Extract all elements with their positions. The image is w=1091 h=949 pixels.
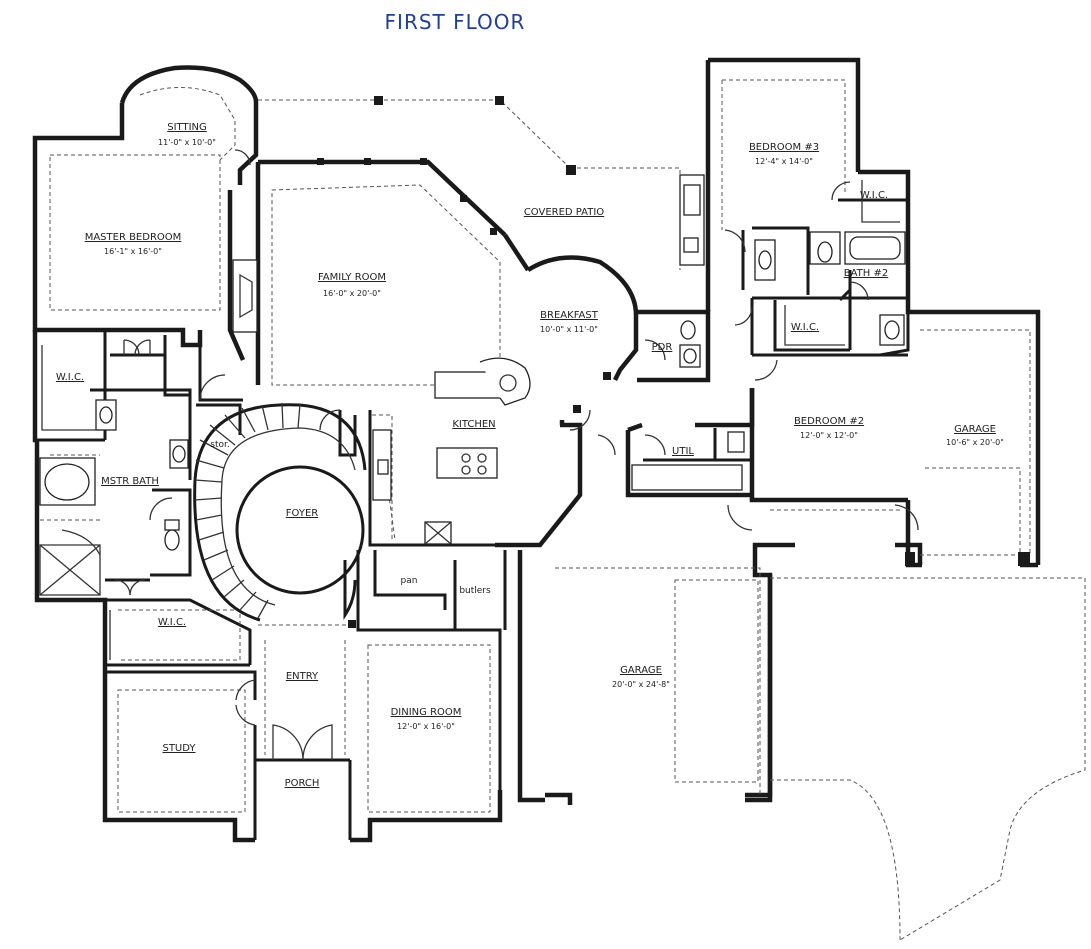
room-name: MSTR BATH (101, 476, 159, 487)
room-dims: 12'-0" x 16'-0" (397, 722, 455, 731)
room-name: COVERED PATIO (524, 207, 604, 218)
columns (317, 96, 1030, 628)
room-dims: 16'-1" x 16'-0" (104, 247, 162, 256)
room-dims: 12'-4" x 14'-0" (755, 157, 813, 166)
room-name: GARAGE (954, 424, 996, 435)
room-name: GARAGE (620, 665, 662, 676)
fixtures (39, 174, 906, 660)
room-dims: 16'-0" x 20'-0" (323, 289, 381, 298)
exterior-walls (32, 57, 1041, 843)
room-name: FOYER (286, 508, 319, 519)
room-name: BREAKFAST (540, 310, 599, 321)
curved-staircase (193, 402, 367, 622)
door-swings (61, 149, 919, 761)
room-dims: 20'-0" x 24'-8" (612, 680, 670, 689)
room-dims: 10'-0" x 11'-0" (540, 325, 598, 334)
room-name: FAMILY ROOM (318, 272, 386, 283)
room-name: stor. (210, 440, 229, 450)
room-name: PDR (652, 342, 673, 353)
room-name: MASTER BEDROOM (85, 232, 182, 243)
room-name: BEDROOM #3 (749, 142, 819, 153)
dashed-outlines (40, 79, 1086, 941)
room-dims: 10'-6" x 20'-0" (946, 438, 1004, 447)
room-name: W.I.C. (56, 372, 84, 383)
room-name: pan (401, 576, 418, 586)
room-name: W.I.C. (791, 322, 819, 333)
room-name: SITTING (167, 122, 207, 133)
room-name: butlers (459, 586, 491, 596)
plan-title: FIRST FLOOR (384, 10, 526, 34)
room-labels: SITTING 11'-0" x 10'-0" MASTER BEDROOM 1… (56, 122, 1004, 789)
room-dims: 12'-0" x 12'-0" (800, 431, 858, 440)
room-name: W.I.C. (158, 617, 186, 628)
room-name: KITCHEN (452, 419, 495, 430)
room-name: PORCH (285, 778, 320, 789)
room-name: UTIL (672, 446, 694, 457)
room-name: STUDY (162, 743, 196, 754)
room-dims: 11'-0" x 10'-0" (158, 138, 216, 147)
room-name: W.I.C. (860, 190, 888, 201)
room-name: DINING ROOM (391, 707, 462, 718)
room-name: BATH #2 (844, 268, 888, 279)
room-name: BEDROOM #2 (794, 416, 864, 427)
room-name: ENTRY (286, 671, 319, 682)
